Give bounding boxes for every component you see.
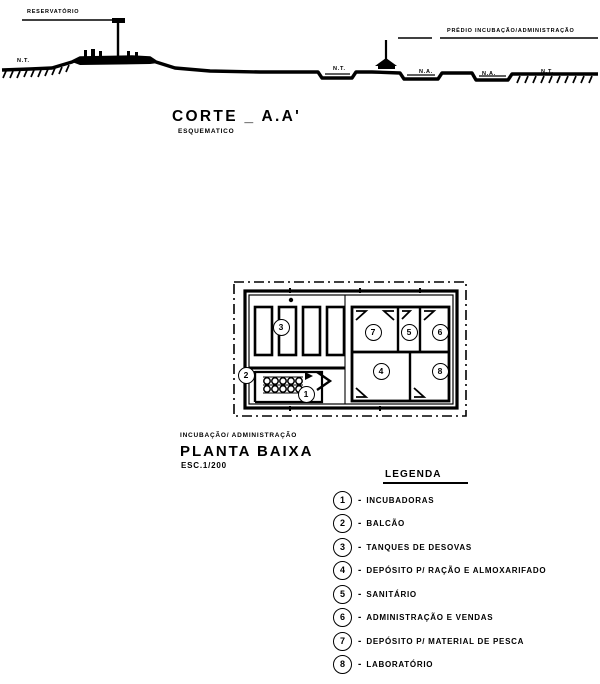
legend-item-dash: - [358, 565, 362, 576]
water-tower-tank [112, 18, 125, 23]
plan-room-marker-3: 3 [272, 318, 290, 336]
plan-caption-line1: INCUBAÇÃO/ ADMINISTRAÇÃO [180, 432, 298, 439]
site-boundary-dashdot [233, 281, 467, 417]
reservoir-label: RESERVATÓRIO [27, 9, 80, 15]
legend-item-number: 6 [333, 608, 352, 627]
legend-item-label: BALCÃO [366, 519, 405, 528]
ground-level-label-right: N.T. [541, 69, 554, 75]
legend-item-1: 1-INCUBADORAS [333, 490, 435, 510]
legend-item-number: 8 [333, 655, 352, 674]
building-label: PRÉDIO INCUBAÇÃO/ADMINISTRAÇÃO [447, 28, 575, 34]
legend-item-dash: - [358, 518, 362, 529]
legend-item-label: SANITÁRIO [366, 589, 417, 599]
building-outer-wall [243, 289, 459, 410]
boundary-ticks [289, 288, 421, 411]
legend-item-dash: - [358, 659, 362, 670]
section-subtitle: ESQUEMATICO [178, 128, 235, 135]
legend-item-number: 4 [333, 561, 352, 580]
plan-room-marker-1: 1 [297, 385, 315, 403]
door-swings [355, 310, 437, 398]
plan-room-marker-7: 7 [364, 323, 382, 341]
pond-water-surfaces [325, 73, 506, 77]
ground-hatching-right [516, 75, 593, 84]
right-wing-rooms [350, 305, 451, 403]
legend-item-7: 7-DEPÓSITO P/ MATERIAL DE PESCA [333, 631, 525, 651]
section-title: CORTE _ A.A' [172, 108, 302, 125]
water-level-label-2: N.A. [482, 71, 497, 77]
spawning-tank-1 [253, 305, 274, 357]
legend-item-dash: - [358, 635, 362, 647]
embankment-crest [72, 56, 158, 65]
legend-item-dash: - [358, 612, 362, 623]
floor-plan-drawing [233, 281, 467, 417]
legend-item-number: 5 [333, 584, 352, 604]
legend-item-8: 8-LABORATÓRIO [333, 655, 434, 674]
legend-item-number: 3 [333, 537, 352, 557]
entry-chevron [316, 371, 333, 391]
legend-item-number: 7 [333, 631, 352, 651]
legend-item-6: 6-ADMINISTRAÇÃO E VENDAS [333, 608, 494, 627]
legend-item-label: DEPÓSITO P/ MATERIAL DE PESCA [366, 636, 525, 646]
ground-level-label-left: N.T. [17, 58, 30, 64]
legend-item-2: 2-BALCÃO [333, 514, 405, 533]
cross-section-drawing [1, 18, 598, 84]
legend-title: LEGENDA [385, 469, 442, 480]
legend-item-label: INCUBADORAS [366, 495, 435, 505]
legend-item-3: 3-TANQUES DE DESOVAS [333, 537, 472, 557]
plan-room-marker-6: 6 [431, 323, 449, 341]
ground-hatching-left [2, 64, 70, 79]
building-body [378, 65, 395, 69]
spawning-tank-3 [301, 305, 322, 357]
legend-item-label: ADMINISTRAÇÃO E VENDAS [366, 613, 494, 622]
plan-room-marker-4: 4 [372, 362, 390, 380]
plan-room-marker-5: 5 [400, 323, 418, 341]
legend-item-dash: - [358, 588, 362, 600]
legend-item-4: 4-DEPÓSITO P/ RAÇÃO E ALMOXARIFADO [333, 561, 547, 580]
legend-item-5: 5-SANITÁRIO [333, 584, 417, 604]
legend-item-number: 2 [333, 514, 352, 533]
plan-scale: ESC.1/200 [181, 461, 227, 470]
legend-item-dash: - [358, 541, 362, 553]
legend-item-dash: - [358, 494, 362, 506]
entry-arrow-fill [305, 372, 313, 380]
building-roof [375, 58, 397, 66]
legend-item-number: 1 [333, 490, 352, 510]
plan-room-marker-2: 2 [237, 366, 255, 384]
ground-level-label-mid: N.T. [333, 66, 346, 72]
water-level-label-1: N.A. [419, 69, 434, 75]
spawning-tank-group [253, 305, 346, 357]
plan-room-marker-8: 8 [431, 362, 449, 380]
right-wing-outline [350, 305, 451, 403]
plan-caption-line2: PLANTA BAIXA [180, 443, 314, 460]
building-inner-wall-line [248, 294, 454, 405]
legend-item-label: DEPÓSITO P/ RAÇÃO E ALMOXARIFADO [366, 566, 547, 575]
spawning-tank-4 [325, 305, 346, 357]
boundary-node-dot [288, 297, 294, 303]
legend-item-label: LABORATÓRIO [366, 660, 434, 669]
legend-item-label: TANQUES DE DESOVAS [366, 542, 472, 552]
incubator-array [263, 376, 303, 394]
embankment-structures [84, 49, 138, 57]
